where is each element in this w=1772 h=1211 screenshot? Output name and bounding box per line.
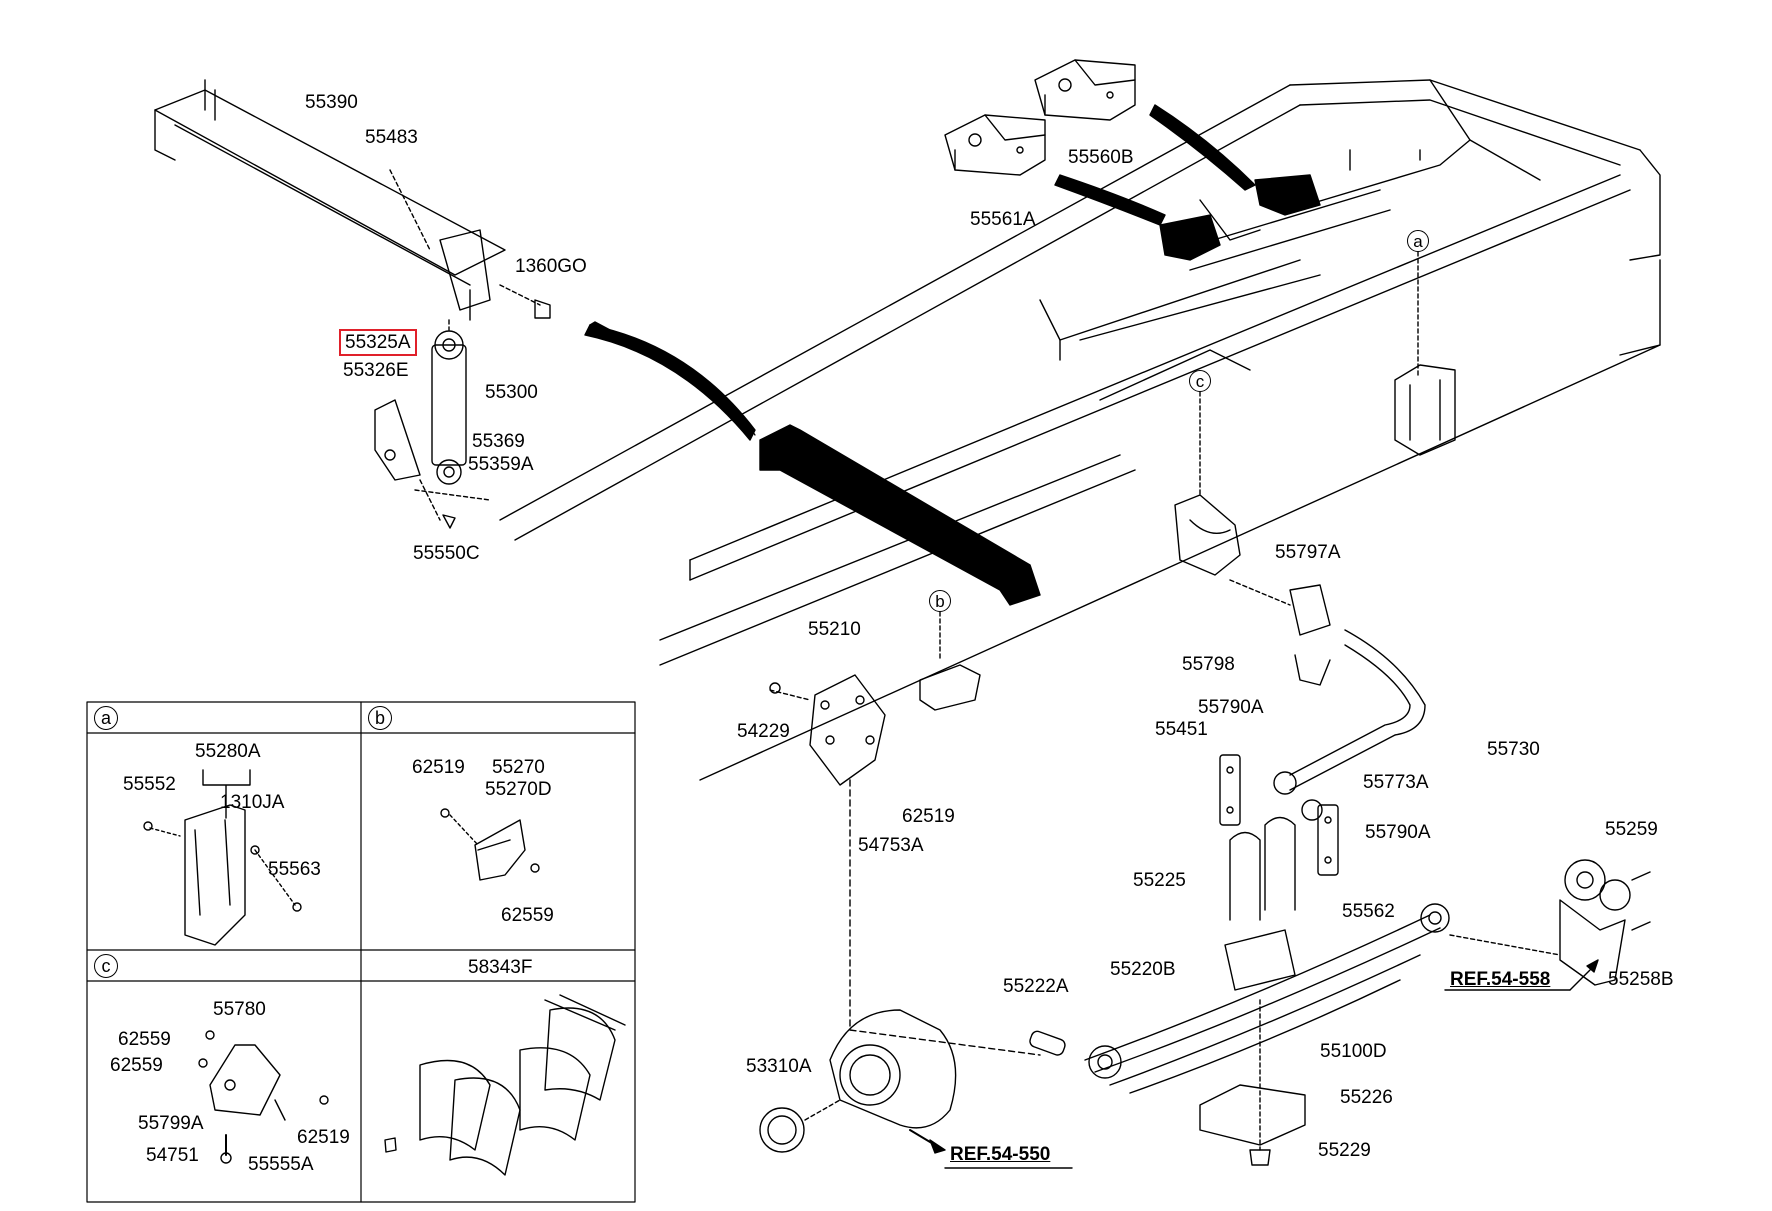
part-label-1360go: 1360GO (515, 256, 587, 277)
part-label-54753a: 54753A (858, 835, 924, 856)
leaf-spring (1084, 903, 1450, 1094)
panel-b-letter: b (368, 706, 392, 730)
panel-c-label-54751: 54751 (146, 1145, 199, 1166)
stabilizer-bar (1229, 579, 1426, 821)
frame-pad-55560b (1034, 59, 1136, 121)
part-label-55100d: 55100D (1320, 1041, 1387, 1062)
panel-b-bracket (440, 808, 540, 881)
panel-c-label-55780: 55780 (213, 999, 266, 1020)
pad-leaders (584, 104, 1321, 441)
dowel-pin (1029, 1030, 1066, 1056)
panel-a-letter: a (94, 706, 118, 730)
lower-bracket-55326e (374, 399, 491, 529)
rear-shackle (1449, 859, 1651, 986)
panel-a-bracket (143, 769, 302, 946)
part-label-55790a-lower: 55790A (1365, 822, 1431, 843)
part-label-55550c: 55550C (413, 543, 480, 564)
part-label-55451: 55451 (1155, 719, 1208, 740)
panel-b-label-62519: 62519 (412, 757, 465, 778)
u-bolts (1229, 816, 1296, 921)
panel-a-label-55563: 55563 (268, 859, 321, 880)
part-label-55773a: 55773A (1363, 772, 1429, 793)
part-label-62519: 62519 (902, 806, 955, 827)
upper-crossmember-55390 (154, 79, 551, 331)
frame-pad-55561a (944, 114, 1046, 176)
link-plate-lower (1317, 804, 1339, 876)
panel-c-label-55799a: 55799A (138, 1113, 204, 1134)
part-label-55562: 55562 (1342, 901, 1395, 922)
callout-a: a (1407, 230, 1429, 252)
ref-54-558-arrow (1444, 959, 1599, 991)
part-label-55220b: 55220B (1110, 959, 1176, 980)
part-label-55730: 55730 (1487, 739, 1540, 760)
panel-c-letter: c (94, 954, 118, 978)
part-label-55483: 55483 (365, 127, 418, 148)
panel-a-label-1310ja: 1310JA (220, 792, 285, 813)
spring-seat (1199, 999, 1306, 1166)
part-label-55359a: 55359A (468, 454, 534, 475)
part-label-55229: 55229 (1318, 1140, 1371, 1161)
part-label-54229: 54229 (737, 721, 790, 742)
part-label-55225: 55225 (1133, 870, 1186, 891)
part-label-55561a: 55561A (970, 209, 1036, 230)
panel-a-label-55552: 55552 (123, 774, 176, 795)
panel-a-label-55280a: 55280A (195, 741, 261, 762)
panel-b-label-55270: 55270 (492, 757, 545, 778)
shock-absorber (431, 330, 467, 485)
part-label-55798: 55798 (1182, 654, 1235, 675)
panel-d-title: 58343F (468, 957, 533, 978)
link-plate-upper (1219, 754, 1241, 826)
hanger-plate-55210 (769, 674, 1041, 1056)
part-label-55326e: 55326E (343, 360, 409, 381)
callout-c: c (1189, 370, 1211, 392)
part-label-55300: 55300 (485, 382, 538, 403)
inset-panels (86, 701, 636, 1203)
part-label-55325a[interactable]: 55325A (339, 329, 417, 356)
part-label-55259: 55259 (1605, 819, 1658, 840)
part-label-55210: 55210 (808, 619, 861, 640)
ref-54-558[interactable]: REF.54-558 (1450, 969, 1551, 990)
part-label-55560b: 55560B (1068, 147, 1134, 168)
part-label-55797a: 55797A (1275, 542, 1341, 563)
panel-b-label-62559: 62559 (501, 905, 554, 926)
panel-b-label-55270d: 55270D (485, 779, 552, 800)
part-label-55369: 55369 (472, 431, 525, 452)
frame-hanger-a (1394, 364, 1456, 456)
hanger-b (919, 664, 981, 711)
panel-c-label-62519: 62519 (297, 1127, 350, 1148)
callout-b: b (929, 590, 951, 612)
part-label-55226: 55226 (1340, 1087, 1393, 1108)
callout-leaders (939, 251, 1419, 661)
panel-d-brake-linings (384, 994, 626, 1176)
part-label-55790a-upper: 55790A (1198, 697, 1264, 718)
spring-hanger-c (1174, 494, 1241, 576)
panel-c-label-62559-2: 62559 (110, 1055, 163, 1076)
ref-54-550[interactable]: REF.54-550 (950, 1144, 1051, 1165)
panel-c-bracket (198, 1030, 329, 1164)
part-label-53310a: 53310A (746, 1056, 812, 1077)
panel-c-label-55555a: 55555A (248, 1154, 314, 1175)
panel-c-label-62559-1: 62559 (118, 1029, 171, 1050)
part-label-55390: 55390 (305, 92, 358, 113)
part-label-55222a: 55222A (1003, 976, 1069, 997)
part-label-55258b: 55258B (1608, 969, 1674, 990)
axle-housing (759, 1009, 957, 1154)
